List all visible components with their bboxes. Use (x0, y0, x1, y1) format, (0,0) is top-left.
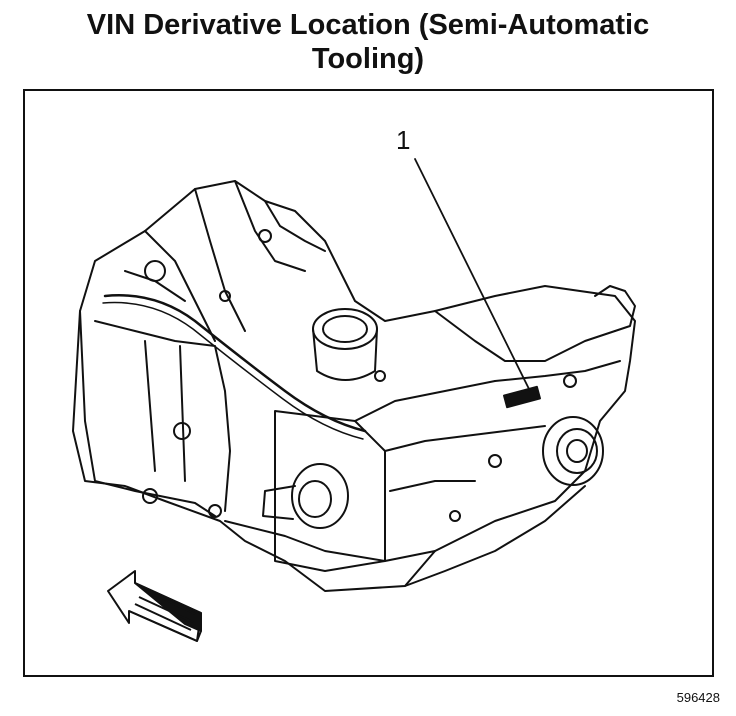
title-line-1: VIN Derivative Location (Semi-Automatic (86, 9, 650, 41)
transaxle-illustration (72, 158, 636, 642)
callout-leader-line (414, 158, 531, 392)
title-line-2: Tooling) (311, 43, 425, 75)
output-shaft-right (542, 416, 604, 486)
case-face (79, 310, 216, 517)
output-shaft-left (291, 463, 349, 529)
figure-id: 596428 (676, 690, 720, 705)
connector (594, 285, 636, 332)
extension-housing (434, 310, 616, 362)
callout-label-1: 1 (396, 125, 411, 155)
vin-pad (503, 385, 541, 409)
illustration-frame: 1 (23, 89, 714, 677)
direction-arrow (107, 570, 202, 642)
transaxle-housing-outline (72, 180, 636, 592)
diagram-title: VIN Derivative Location (Semi-Automatic … (0, 8, 736, 76)
